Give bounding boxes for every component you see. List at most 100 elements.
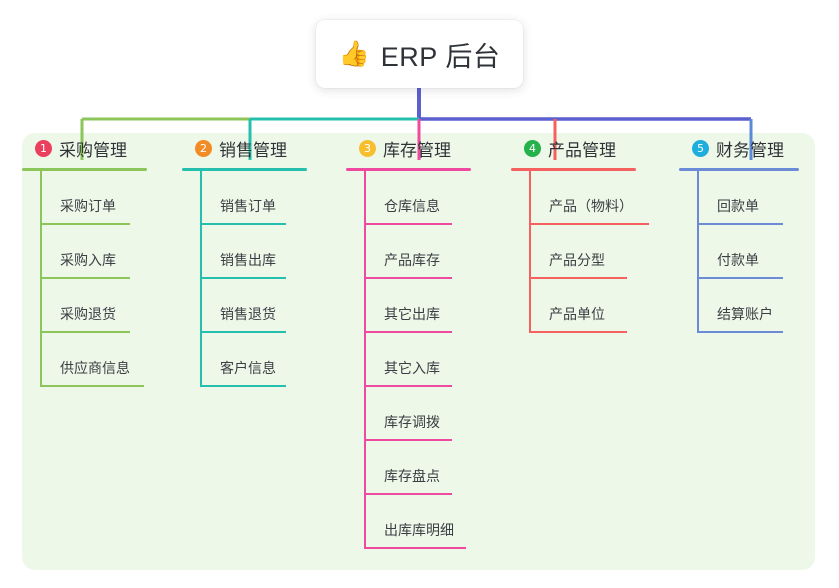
branch-header[interactable]: 5 财务管理 (679, 133, 819, 164)
branch-item-label: 库存调拨 (384, 414, 440, 430)
branch-item-list: 仓库信息产品库存其它出库其它入库库存调拨库存盘点出库库明细 (346, 171, 511, 549)
branch-item-label: 其它入库 (384, 360, 440, 376)
branch-header[interactable]: 4 产品管理 (511, 133, 679, 164)
branch-item[interactable]: 库存盘点 (364, 441, 511, 495)
branch-number-badge: 4 (524, 140, 541, 157)
branch-item[interactable]: 出库库明细 (364, 495, 511, 549)
branch-item[interactable]: 客户信息 (200, 333, 342, 387)
branch-item-label: 产品单位 (549, 306, 605, 322)
root-node[interactable]: 👍 ERP 后台 (316, 20, 523, 88)
branch-item[interactable]: 结算账户 (697, 279, 819, 333)
content-panel (22, 133, 815, 570)
branch-column: 5 财务管理回款单付款单结算账户 (679, 133, 819, 333)
branch-item-underline (40, 277, 130, 279)
branch-item[interactable]: 采购订单 (40, 171, 182, 225)
branch-item-underline (529, 331, 627, 333)
branch-item[interactable]: 付款单 (697, 225, 819, 279)
branch-item-underline (364, 385, 452, 387)
branch-item-label: 销售订单 (220, 198, 276, 214)
branch-item-label: 销售出库 (220, 252, 276, 268)
branch-item-list: 销售订单销售出库销售退货客户信息 (182, 171, 342, 387)
branch-underline (22, 168, 147, 171)
branch-item-underline (529, 223, 649, 225)
branch-item[interactable]: 供应商信息 (40, 333, 182, 387)
branch-item-list: 产品（物料） 产品分型产品单位 (511, 171, 679, 333)
branch-item[interactable]: 库存调拨 (364, 387, 511, 441)
branch-spine (529, 171, 531, 333)
branch-item-label: 仓库信息 (384, 198, 440, 214)
branch-item[interactable]: 产品库存 (364, 225, 511, 279)
branch-underline (511, 168, 636, 171)
branch-item-label: 采购退货 (60, 306, 116, 322)
branch-item-label: 供应商信息 (60, 360, 130, 376)
branch-header[interactable]: 3 库存管理 (346, 133, 511, 164)
branch-item-underline (364, 547, 466, 549)
branch-item-underline (697, 277, 783, 279)
branch-item[interactable]: 销售退货 (200, 279, 342, 333)
branch-item-label: 客户信息 (220, 360, 276, 376)
branch-item-label: 库存盘点 (384, 468, 440, 484)
branch-item-underline (200, 277, 286, 279)
branch-title: 财务管理 (716, 141, 784, 160)
branch-item-list: 回款单付款单结算账户 (679, 171, 819, 333)
branch-header[interactable]: 1 采购管理 (22, 133, 182, 164)
branch-item[interactable]: 其它入库 (364, 333, 511, 387)
branch-number-badge: 1 (35, 140, 52, 157)
thumbs-up-icon: 👍 (338, 39, 370, 68)
branch-item[interactable]: 产品（物料） (529, 171, 679, 225)
branch-item-underline (364, 331, 452, 333)
branch-number-badge: 3 (359, 140, 376, 157)
branch-item[interactable]: 仓库信息 (364, 171, 511, 225)
branch-spine (40, 171, 42, 387)
branch-item[interactable]: 采购退货 (40, 279, 182, 333)
branch-item-label: 其它出库 (384, 306, 440, 322)
branch-item-underline (40, 331, 130, 333)
branch-item-label: 结算账户 (717, 306, 773, 322)
branch-column: 3 库存管理仓库信息产品库存其它出库其它入库库存调拨库存盘点出库库明细 (346, 133, 511, 549)
branch-item-label: 付款单 (717, 252, 759, 268)
branch-item-list: 采购订单采购入库采购退货供应商信息 (22, 171, 182, 387)
branch-item-underline (697, 223, 783, 225)
branch-item-underline (364, 277, 452, 279)
branch-item[interactable]: 产品分型 (529, 225, 679, 279)
branch-item-label: 采购订单 (60, 198, 116, 214)
branch-item-label: 回款单 (717, 198, 759, 214)
branch-title: 采购管理 (59, 141, 127, 160)
branch-spine (697, 171, 699, 333)
branch-item[interactable]: 产品单位 (529, 279, 679, 333)
branch-title: 产品管理 (548, 141, 616, 160)
branch-item-label: 产品分型 (549, 252, 605, 268)
branch-underline (679, 168, 799, 171)
branch-item-underline (364, 439, 452, 441)
branch-item-underline (40, 223, 130, 225)
branch-item-underline (364, 223, 452, 225)
branch-item-underline (200, 331, 286, 333)
branch-item-underline (364, 493, 452, 495)
branch-item-underline (697, 331, 783, 333)
branch-column: 1 采购管理采购订单采购入库采购退货供应商信息 (22, 133, 182, 387)
branch-item-underline (40, 385, 144, 387)
branch-item[interactable]: 采购入库 (40, 225, 182, 279)
branch-item-label: 产品（物料） (549, 198, 633, 214)
branch-item-label: 产品库存 (384, 252, 440, 268)
branch-number-badge: 5 (692, 140, 709, 157)
branch-item-label: 采购入库 (60, 252, 116, 268)
branch-item[interactable]: 其它出库 (364, 279, 511, 333)
root-title: ERP 后台 (380, 41, 501, 72)
branch-item-underline (200, 223, 286, 225)
branch-item[interactable]: 销售订单 (200, 171, 342, 225)
branch-item-label: 销售退货 (220, 306, 276, 322)
branch-number-badge: 2 (195, 140, 212, 157)
branch-spine (200, 171, 202, 387)
branch-item-underline (200, 385, 286, 387)
branch-underline (346, 168, 471, 171)
branch-item[interactable]: 回款单 (697, 171, 819, 225)
branch-spine (364, 171, 366, 549)
branch-item[interactable]: 销售出库 (200, 225, 342, 279)
branch-title: 库存管理 (383, 141, 451, 160)
branch-column: 4 产品管理产品（物料） 产品分型产品单位 (511, 133, 679, 333)
